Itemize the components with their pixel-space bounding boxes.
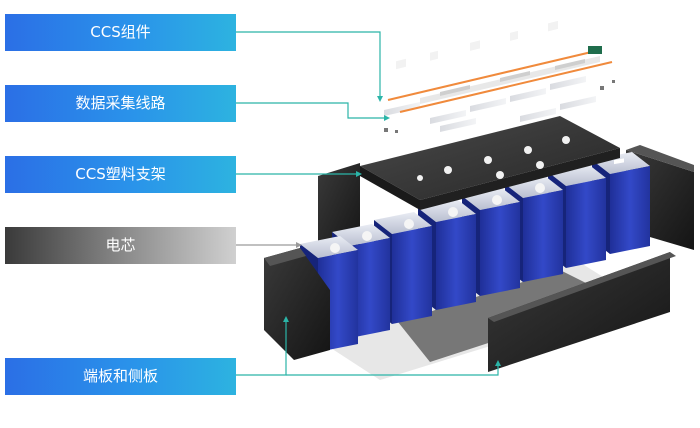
- end-plate-back-right-top: [626, 145, 694, 172]
- end-plate-front-left: [264, 248, 330, 360]
- leader-end-and-side-plates-b: [286, 362, 499, 376]
- connector-icon: [588, 46, 602, 54]
- side-plate-front: [488, 252, 670, 372]
- label-ccs-assembly: CCS组件: [5, 14, 236, 51]
- ccs-plastic-bracket: [360, 20, 620, 210]
- data-acquisition-line: [384, 76, 615, 133]
- leader-ccs-assembly: [236, 31, 381, 100]
- label-end-and-side-plates: 端板和侧板: [5, 358, 236, 395]
- leader-lines: [236, 31, 499, 376]
- battery-cells: [300, 152, 650, 352]
- label-data-acquisition-line: 数据采集线路: [5, 85, 236, 122]
- leader-data-acquisition-line: [236, 102, 388, 119]
- ccs-assembly: [387, 46, 613, 113]
- label-ccs-plastic-bracket: CCS塑料支架: [5, 156, 236, 193]
- label-battery-cell: 电芯: [5, 227, 236, 264]
